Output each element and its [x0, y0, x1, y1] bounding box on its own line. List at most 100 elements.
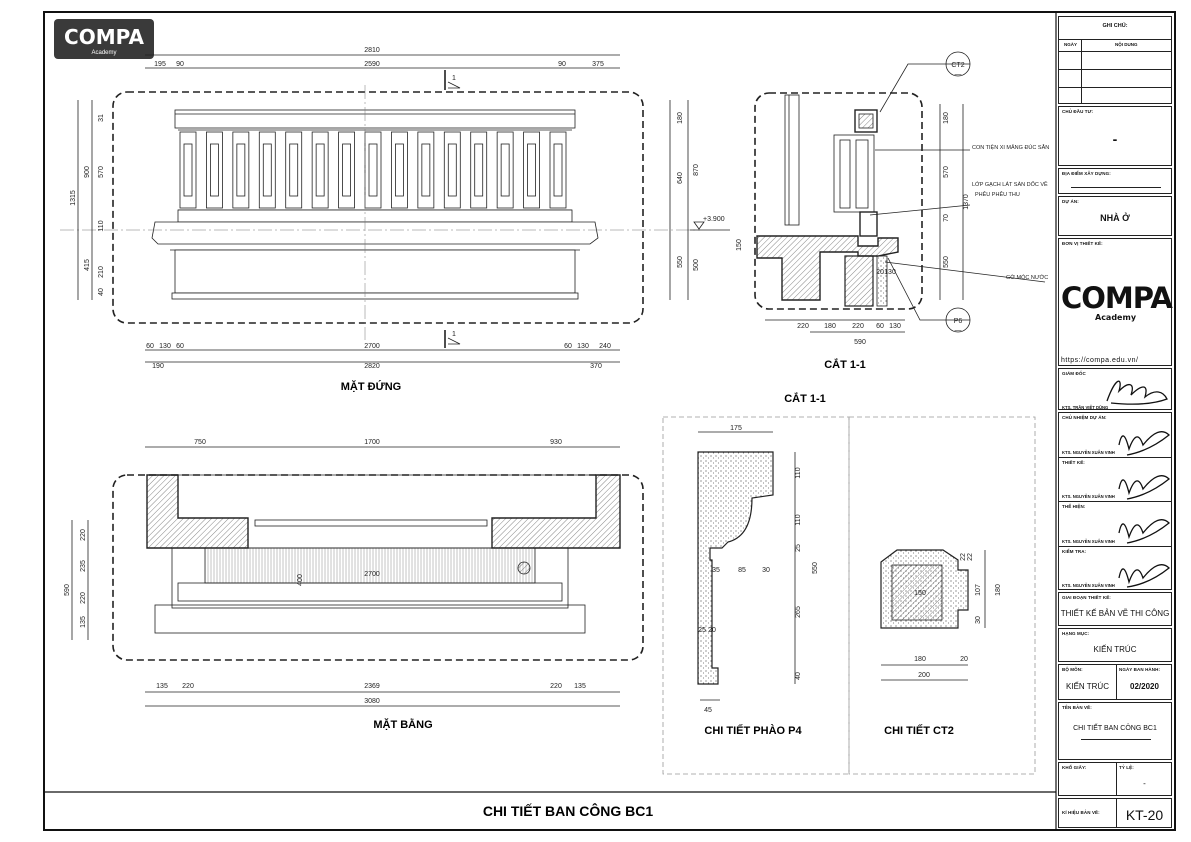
dim-p4-bottom: 45	[704, 707, 712, 714]
designer-url: https://compa.edu.vn/	[1061, 357, 1139, 364]
designer-box: ĐƠN VỊ THIẾT KẾ: COMPA Academy https://c…	[1058, 238, 1173, 366]
design-label: THIẾT KẾ:	[1062, 460, 1085, 465]
dim-sec-b4: 60	[876, 323, 884, 330]
logo-text: COMPA	[64, 25, 144, 49]
check-label: KIỂM TRA:	[1062, 549, 1087, 554]
dim-plan-l5: 135	[80, 616, 87, 628]
sheet-title: CHI TIẾT BAN CÔNG BC1	[483, 802, 654, 819]
date-label: NGÀY BAN HÀNH:	[1119, 667, 1161, 672]
dim-elev-t1: 195	[154, 61, 166, 68]
baluster	[206, 131, 223, 209]
phase-label: GIAI ĐOẠN THIẾT KẾ:	[1062, 595, 1111, 600]
baluster	[258, 131, 276, 209]
dim-elev-t3: 2590	[364, 61, 380, 68]
baluster	[549, 131, 567, 209]
dim-ct2-4: 107	[975, 584, 982, 596]
director-name: KTS. TRẦN VIỆT DŨNG	[1062, 405, 1109, 410]
plan-title: MẶT BẰNG	[373, 718, 432, 731]
code-box: KÍ HIỆU BẢN VẼ: KT-20	[1058, 798, 1172, 828]
dim-plan-t3: 930	[550, 439, 562, 446]
baluster-core	[342, 143, 351, 197]
dim-plan-inner: 2700	[364, 571, 380, 578]
baluster-core	[395, 143, 404, 197]
dim-elev-l6: 415	[84, 259, 91, 271]
baluster	[232, 131, 250, 209]
dim-p4-m1: 35	[712, 567, 720, 574]
dim-sec-b6: 590	[854, 339, 866, 346]
designer-logo-sub: Academy	[1095, 313, 1137, 322]
detail-p4	[662, 416, 850, 775]
dim-plan-inner-2: 400	[297, 574, 304, 586]
level-mark: +3.900	[703, 216, 725, 223]
section-title-repeat: CẮT 1-1	[784, 392, 826, 405]
date-value: 02/2020	[1130, 682, 1159, 691]
dim-elev-l3: 570	[98, 166, 105, 178]
dim-elev-l5: 110	[98, 220, 105, 231]
project-label: DỰ ÁN:	[1062, 199, 1079, 204]
signatures-box: CHỦ NHIỆM DỰ ÁN: KTS. NGUYỄN XUÂN VINH T…	[1058, 412, 1172, 590]
dim-plan-l2: 220	[80, 529, 87, 541]
note-tile-1: LỚP GẠCH LÁT SÀN DỐC VỀ	[972, 181, 1048, 188]
notes-box: GHI CHÚ: NGÀY NỘI DUNG	[1058, 16, 1172, 104]
baluster-core	[210, 143, 219, 197]
dim-elev-l4: 31	[98, 114, 105, 122]
phase-box: GIAI ĐOẠN THIẾT KẾ: THIẾT KẾ BẢN VẼ THI …	[1058, 592, 1172, 626]
dim-sec-b1: 220	[797, 323, 809, 330]
dim-elev-b6: 130	[577, 343, 589, 350]
dept-label: BỘ MÔN:	[1062, 667, 1083, 672]
owner-box: CHỦ ĐẦU TƯ: -	[1058, 106, 1172, 166]
baluster-core	[500, 143, 510, 197]
dim-ct2-2: 22	[960, 553, 967, 561]
baluster	[179, 131, 197, 209]
dim-p4-l2: 20	[708, 627, 716, 634]
dim-elev-l2: 900	[84, 166, 91, 178]
baluster	[285, 131, 303, 209]
dim-elev-t5: 375	[592, 61, 604, 68]
dim-plan-l1: 590	[64, 584, 71, 596]
dim-elev-r5: 500	[693, 259, 700, 271]
note-drip: GỜ MÓC NƯỚC	[1006, 274, 1048, 281]
dim-elev-r3: 870	[693, 164, 700, 176]
baluster-core	[553, 143, 563, 197]
dim-ct2-1: 150	[914, 590, 926, 597]
size-label: KHỔ GIẤY:	[1062, 765, 1087, 770]
dim-ct2-5: 30	[975, 616, 982, 624]
plan-view	[71, 446, 644, 707]
baluster-core	[236, 143, 246, 197]
sheet-frame	[43, 11, 1176, 831]
code-label: KÍ HIỆU BẢN VẼ:	[1062, 810, 1100, 815]
project-box: DỰ ÁN: NHÀ Ở	[1058, 196, 1172, 236]
dim-elev-t4: 90	[558, 61, 566, 68]
baluster	[364, 131, 382, 209]
project-value: NHÀ Ở	[1100, 213, 1130, 223]
dim-sec-l: 150	[736, 239, 743, 251]
baluster-core	[262, 143, 272, 197]
dim-elev-b8: 190	[152, 363, 164, 370]
dim-plan-b3: 2369	[364, 683, 380, 690]
dim-plan-b6: 3080	[364, 698, 380, 705]
location-label: ĐỊA ĐIỂM XÂY DỰNG:	[1062, 171, 1111, 176]
dim-sec-b2: 180	[824, 323, 836, 330]
dim-sec-b8: 20	[876, 269, 884, 276]
dim-elev-t2: 90	[176, 61, 184, 68]
dim-sec-b5: 130	[889, 323, 901, 330]
dim-p4-r5: 40	[795, 672, 802, 680]
title-block: GHI CHÚ: NGÀY NỘI DUNG CHỦ ĐẦU TƯ: - ĐỊA…	[1058, 16, 1174, 828]
director-label: GIÁM ĐỐC	[1062, 371, 1086, 376]
dim-elev-b1: 60	[146, 343, 154, 350]
dim-plan-t1: 750	[194, 439, 206, 446]
logo-sub: Academy	[91, 50, 116, 56]
dim-p4-m2: 85	[738, 567, 746, 574]
category-value: KIẾN TRÚC	[1093, 645, 1137, 654]
baluster-core	[527, 143, 536, 197]
elevation-title: MẶT ĐỨNG	[341, 380, 401, 393]
baluster-core	[289, 143, 299, 197]
dim-p4-r1: 110	[795, 467, 802, 478]
dim-sec-r4: 550	[943, 256, 950, 268]
baluster	[417, 131, 435, 209]
dim-plan-l4: 220	[80, 592, 87, 604]
dim-elev-l8: 40	[98, 288, 105, 296]
baluster-core	[421, 143, 431, 197]
drawing-name-box: TÊN BẢN VẼ: CHI TIẾT BAN CÔNG BC1	[1058, 702, 1172, 760]
